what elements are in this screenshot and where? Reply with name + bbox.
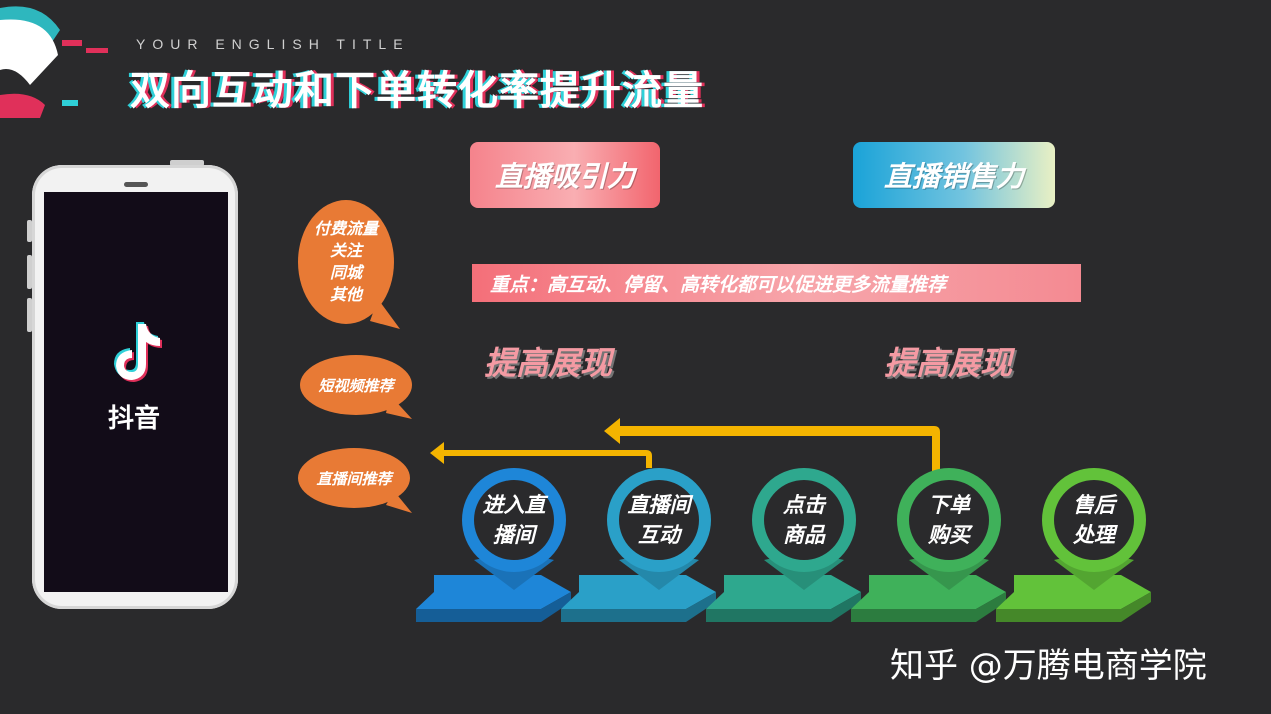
- flow-step-center-4: [909, 480, 989, 560]
- flow-step-label-line1: 点击: [783, 493, 825, 517]
- flow-step-label-2: 直播间互动: [617, 490, 701, 550]
- flow-step-base-4: [851, 575, 1006, 609]
- watermark: 知乎 @万腾电商学院: [890, 646, 1207, 686]
- feedback-arrows: [430, 418, 940, 472]
- flow-step-label-line2: 商品: [783, 523, 825, 547]
- flow-step-label-line1: 售后: [1073, 493, 1115, 517]
- flow-step-label-line1: 进入直: [482, 493, 546, 517]
- traffic-source-bubble-paid: 付费流量 关注 同城 其他: [298, 200, 394, 324]
- key-point-banner: 重点：高互动、停留、高转化都可以促进更多流量推荐: [472, 264, 1081, 302]
- flow-step-base-side-3: [706, 592, 861, 622]
- flow-step-base-side-5: [996, 592, 1151, 622]
- flow-step-base-3: [706, 575, 861, 609]
- flow-step-base-side-2: [561, 592, 716, 622]
- flow-step-label-line2: 播间: [493, 523, 535, 547]
- conversion-flow-diagram: [416, 418, 1151, 622]
- phone-volume-down: [27, 298, 32, 332]
- flow-step-center-3: [764, 480, 844, 560]
- flow-step-base-side-1: [416, 592, 571, 622]
- flow-step-base-5: [996, 575, 1151, 609]
- glitch-logo-decoration: [0, 6, 108, 118]
- phone-screen: [44, 192, 228, 592]
- flow-step-base-2: [561, 575, 716, 609]
- flow-step-label-4: 下单购买: [907, 490, 991, 550]
- live-attraction-header: 直播吸引力: [470, 142, 660, 208]
- flow-step-label-line1: 下单: [928, 493, 970, 517]
- app-name: 抖音: [107, 404, 160, 434]
- english-subtitle: YOUR ENGLISH TITLE: [136, 36, 410, 52]
- bubble-line-paid: 付费流量: [313, 219, 378, 238]
- arrow-purchase-to-interaction: [604, 418, 940, 472]
- bubble-line-follow: 关注: [329, 241, 362, 260]
- phone-mute-switch: [27, 220, 32, 242]
- traffic-source-bubble-shortvideo: 短视频推荐: [300, 355, 412, 415]
- flow-step-base-1: [416, 575, 571, 609]
- flow-step-label-line1: 直播间: [627, 493, 691, 517]
- flow-step-label-line2: 处理: [1073, 523, 1115, 547]
- traffic-source-bubble-liveroom: 直播间推荐: [298, 448, 410, 508]
- flow-step-center-1: [474, 480, 554, 560]
- bubble-line-local: 同城: [329, 263, 362, 282]
- boost-exposure-right: 提高展现: [884, 344, 1013, 382]
- phone-volume-up: [27, 255, 32, 289]
- page-title: 双向互动和下单转化率提升流量: [130, 68, 704, 114]
- flow-step-label-5: 售后处理: [1052, 490, 1136, 550]
- flow-step-base-side-4: [851, 592, 1006, 622]
- flow-step-label-line2: 互动: [638, 523, 680, 547]
- boost-exposure-left: 提高展现: [484, 344, 613, 382]
- phone-power-button: [170, 160, 204, 166]
- arrow-interaction-to-liveroom: [430, 442, 652, 468]
- live-sales-header: 直播销售力: [853, 142, 1055, 208]
- flow-step-center-2: [619, 480, 699, 560]
- tiktok-logo-icon: [114, 322, 162, 382]
- phone-speaker: [124, 182, 148, 187]
- flow-step-label-3: 点击商品: [762, 490, 846, 550]
- flow-step-center-5: [1054, 480, 1134, 560]
- flow-step-label-1: 进入直播间: [472, 490, 556, 550]
- flow-step-label-line2: 购买: [928, 523, 970, 547]
- bubble-line-other: 其他: [329, 285, 362, 304]
